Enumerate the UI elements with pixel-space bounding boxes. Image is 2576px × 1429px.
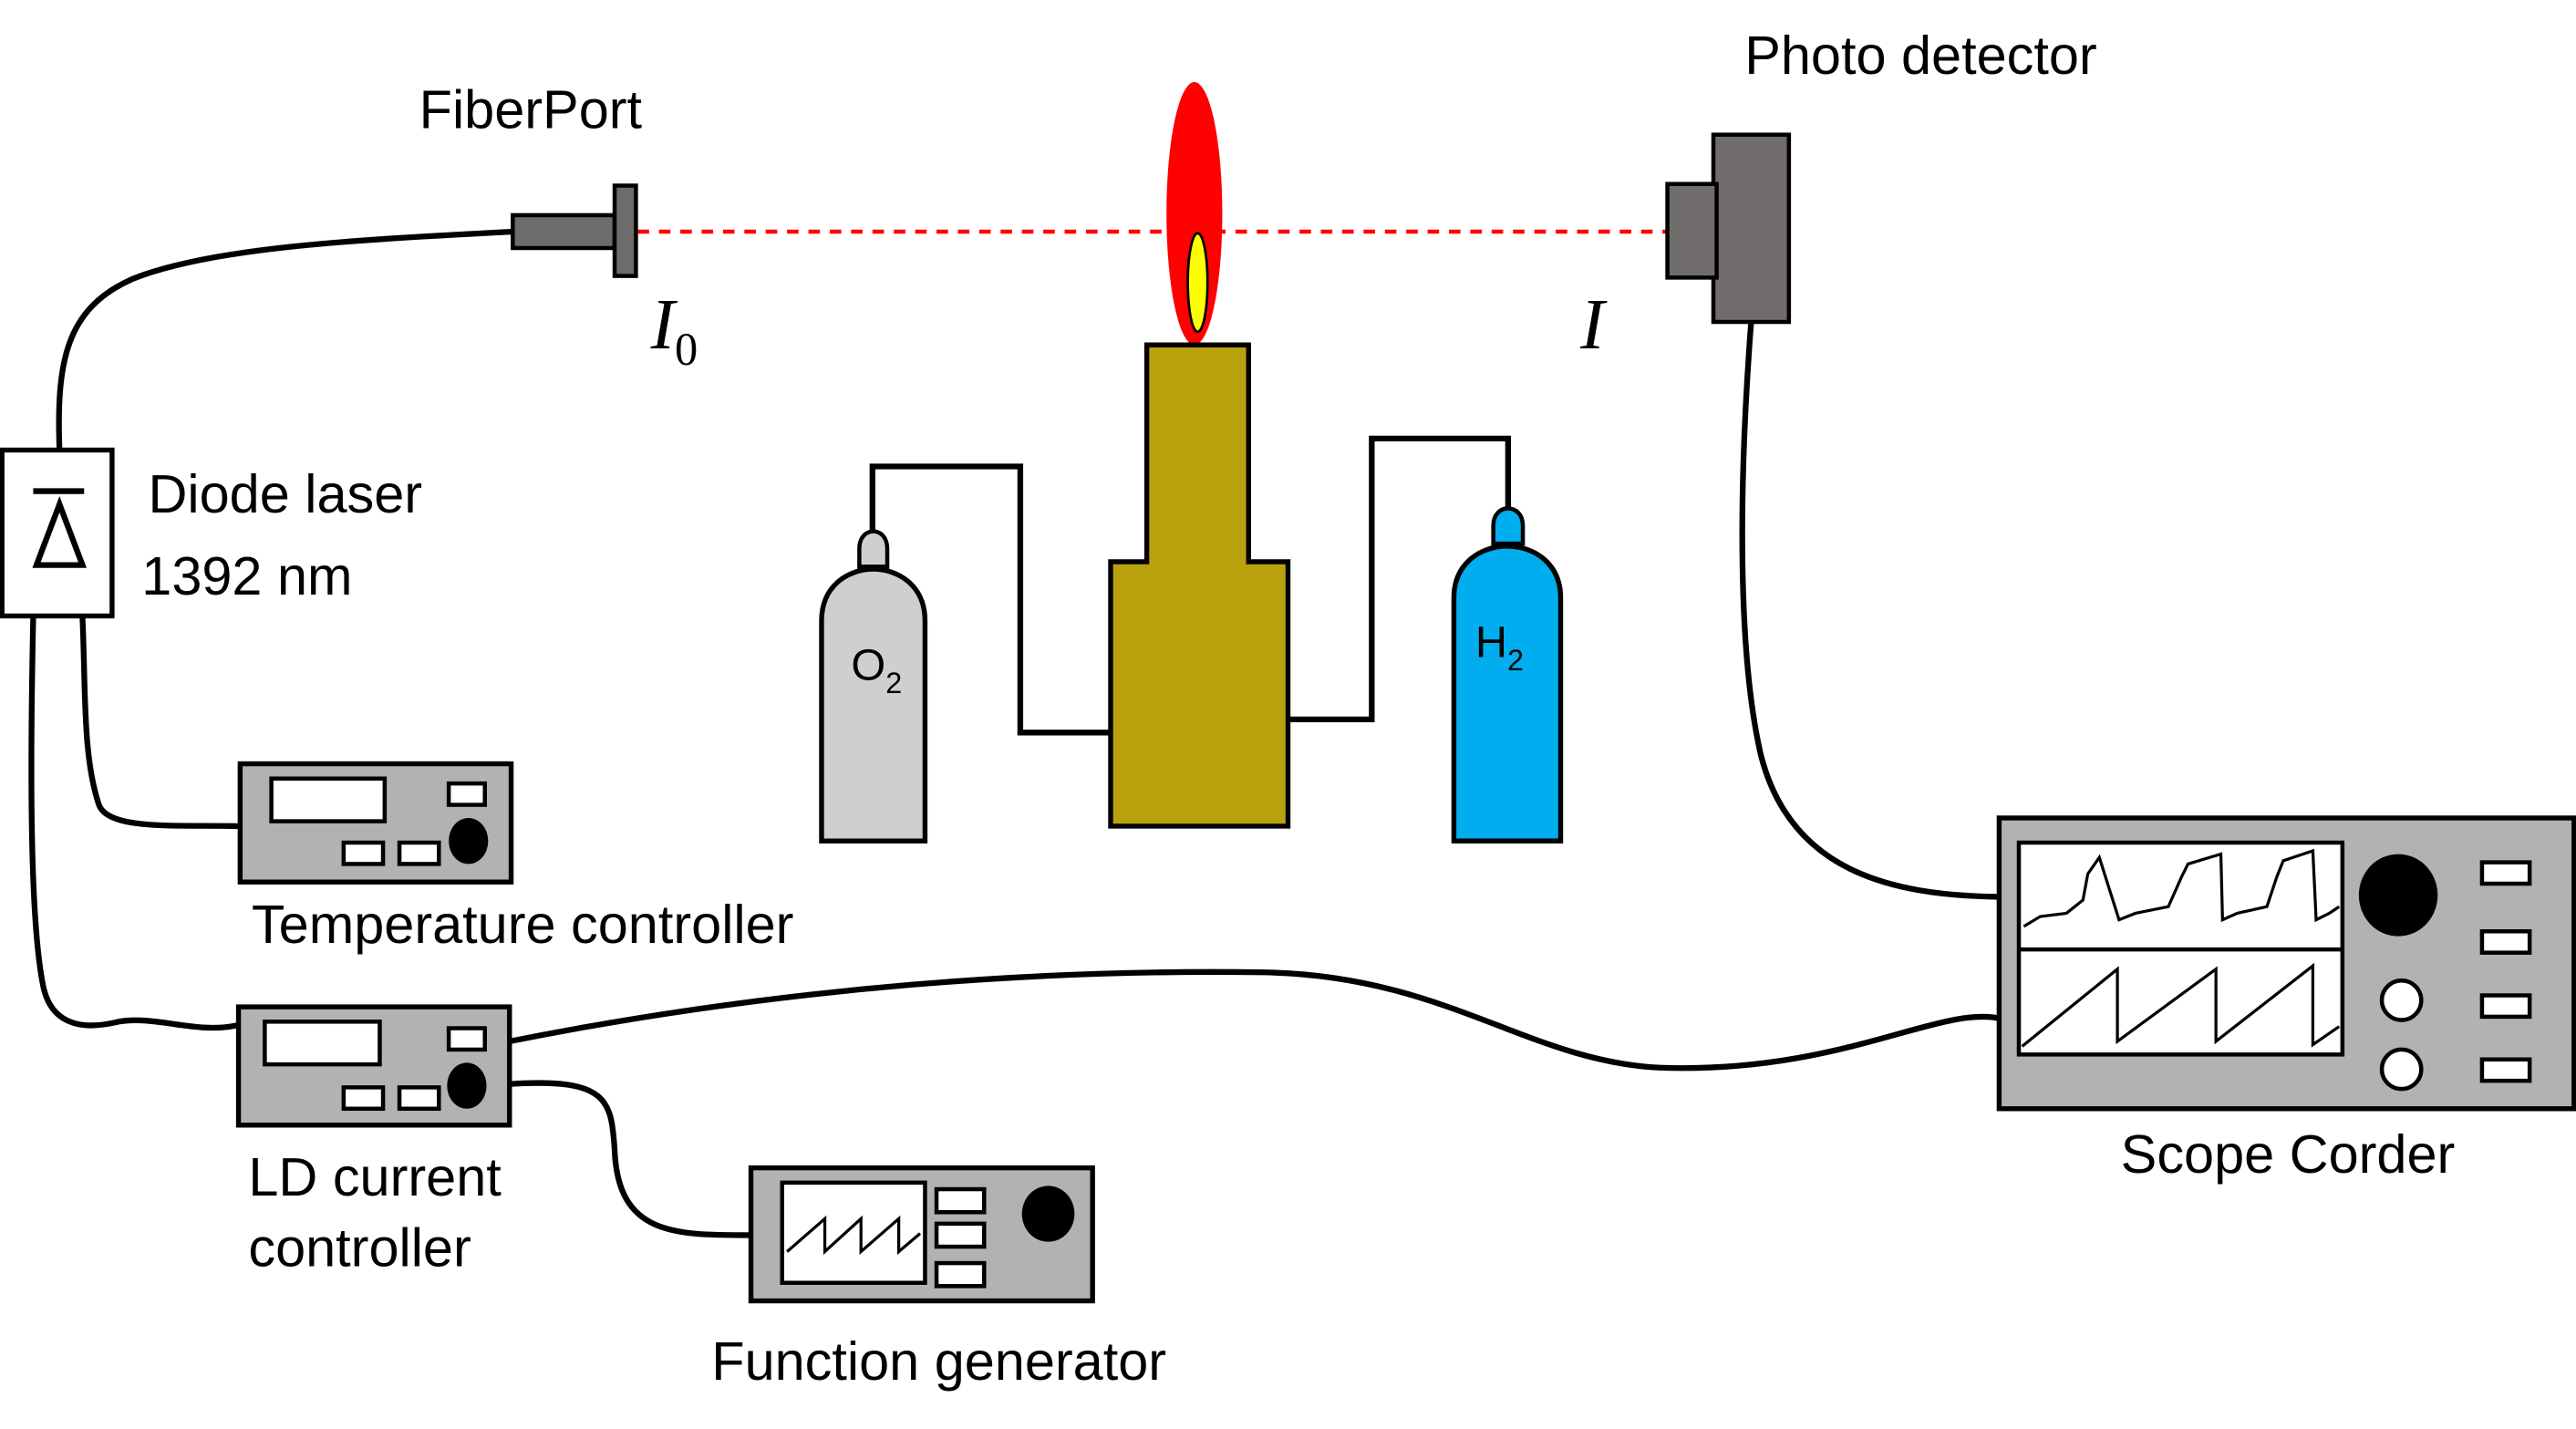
wiring [28, 228, 2001, 1238]
absorption-signal-trace [2023, 848, 2341, 928]
ld-controller-label-line2: controller [248, 1217, 471, 1279]
fiberport [511, 183, 638, 278]
wire-laser-to-ld-controller [28, 617, 240, 1031]
wire-detector-to-scope [1739, 321, 1998, 900]
knob-icon [1021, 1186, 1075, 1242]
knob-icon [449, 817, 489, 865]
scope-corder [1996, 815, 2576, 1112]
o2-gas-line [869, 463, 1111, 736]
button-icon [2379, 1047, 2424, 1092]
temperature-controller [237, 761, 514, 885]
h2-label: H2 [1475, 617, 1524, 676]
scope-corder-label: Scope Corder [2121, 1124, 2456, 1185]
diode-laser [0, 447, 115, 619]
sawtooth-wave-icon [786, 1215, 922, 1256]
wire-laser-to-temperature-controller [79, 617, 241, 830]
fiberport-label: FiberPort [419, 78, 643, 140]
h2-cylinder [1451, 506, 1564, 844]
diode-laser-label-line1: Diode laser [149, 463, 423, 524]
h2-gas-line [1288, 435, 1512, 723]
intensity-incident-label: I0 [650, 285, 698, 375]
diode-laser-label-line2: 1392 nm [141, 545, 352, 606]
ld-current-controller [235, 1004, 512, 1128]
knob-icon [2358, 854, 2438, 937]
o2-label: O2 [851, 641, 902, 699]
fiber-cable [56, 228, 513, 450]
wire-ld-controller-to-scope [509, 968, 2001, 1072]
knob-icon [447, 1062, 487, 1109]
intensity-transmitted-label: I [1579, 285, 1608, 365]
function-generator [748, 1165, 1095, 1304]
function-generator-label: Function generator [711, 1331, 1166, 1392]
ld-controller-label-line1: LD current [248, 1146, 502, 1207]
button-icon [2379, 979, 2424, 1022]
temperature-controller-label: Temperature controller [252, 894, 793, 955]
photo-detector-label: Photo detector [1744, 25, 2097, 86]
laser-diode-symbol-icon [32, 488, 88, 568]
wire-ld-controller-to-function-generator [509, 1080, 751, 1238]
burner [1108, 342, 1291, 829]
flame-icon [1166, 82, 1223, 346]
sawtooth-wave-icon [2021, 962, 2341, 1048]
o2-cylinder [819, 529, 928, 844]
photo-detector [1665, 132, 1792, 325]
